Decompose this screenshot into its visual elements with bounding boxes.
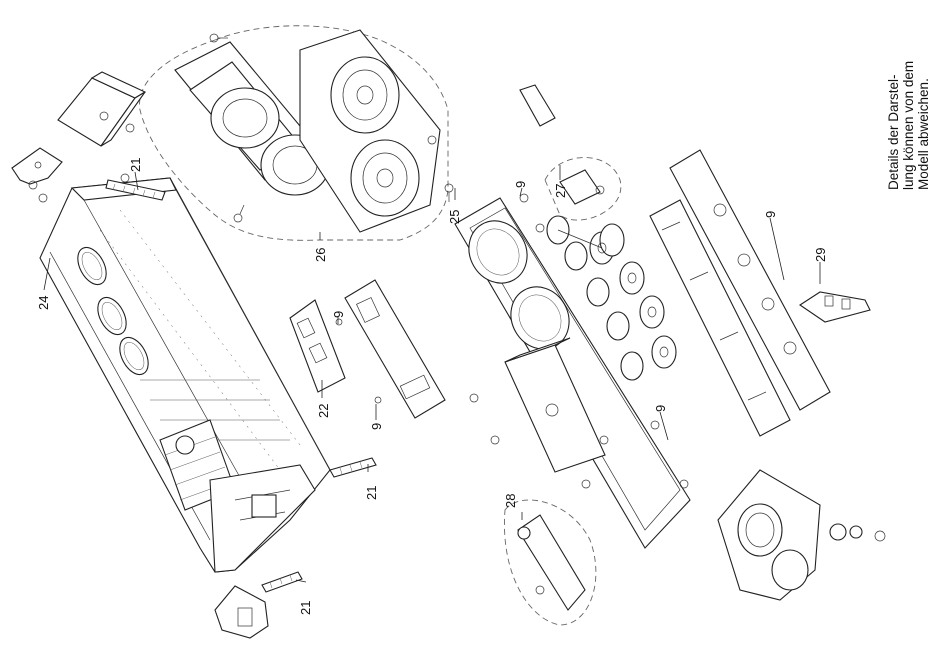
- callout-21-mid: 21: [364, 486, 379, 500]
- end-bracket-upper: [12, 148, 62, 202]
- callout-28: 28: [503, 494, 518, 508]
- callout-21-top: 21: [128, 158, 143, 172]
- callout-25: 25: [447, 210, 462, 224]
- callout-9-b: 9: [369, 423, 384, 430]
- circuit-board: [290, 280, 445, 418]
- disclaimer-note: Details der Darstel- lung können von dem…: [886, 10, 931, 190]
- callout-9-e: 9: [763, 211, 778, 218]
- small-parts-28: [504, 500, 595, 625]
- disclaimer-line-3: Modell abweichen.: [916, 10, 931, 190]
- lower-bogie: [718, 470, 885, 600]
- callout-21-bottom: 21: [298, 601, 313, 615]
- small-parts-27: [520, 85, 621, 220]
- callout-9-a: 9: [331, 311, 346, 318]
- callout-9-d: 9: [653, 405, 668, 412]
- callout-24: 24: [36, 296, 51, 310]
- handrail-lower: [262, 572, 302, 592]
- weight-block: [58, 72, 145, 198]
- callout-27: 27: [553, 184, 568, 198]
- disclaimer-line-2: lung können von dem: [901, 10, 916, 190]
- locomotive-body-shell: [40, 178, 330, 572]
- handrail-mid: [330, 458, 376, 477]
- callout-29: 29: [813, 248, 828, 262]
- disclaimer-line-1: Details der Darstel-: [886, 10, 901, 190]
- end-bracket-lower: [215, 586, 268, 638]
- callout-9-c: 9: [513, 181, 528, 188]
- callout-26: 26: [313, 248, 328, 262]
- callout-22: 22: [316, 404, 331, 418]
- coupler-bar: [800, 292, 870, 322]
